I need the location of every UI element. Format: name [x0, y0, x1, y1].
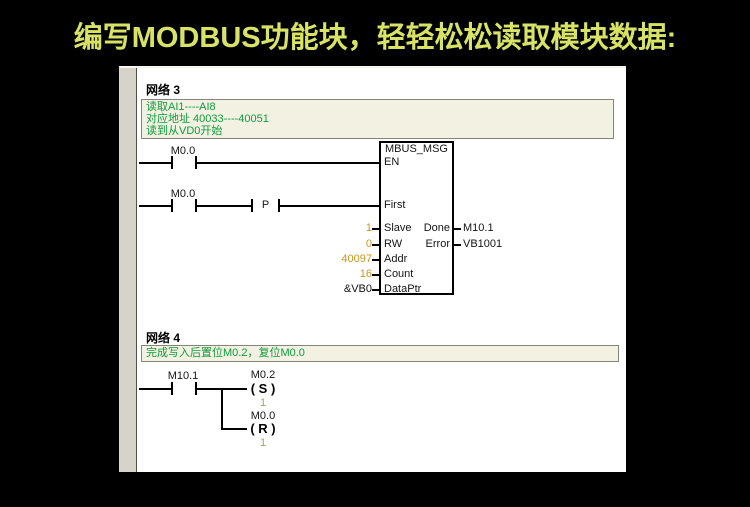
mbus-msg-block[interactable]	[379, 141, 454, 295]
network-4-label[interactable]: 网络 4	[146, 331, 181, 345]
contact-bar	[195, 199, 197, 212]
block-pin-en: EN	[384, 156, 400, 168]
set-coil-operand[interactable]: M0.2	[250, 369, 276, 381]
output-value-error[interactable]: VB1001	[463, 238, 503, 250]
no-contact[interactable]	[171, 199, 197, 212]
block-pin-count: Count	[384, 268, 414, 280]
contact-operand[interactable]: M0.0	[170, 188, 196, 200]
reset-coil-operand[interactable]: M0.0	[250, 410, 276, 422]
block-pin-slave: Slave	[384, 222, 412, 234]
block-pin-addr: Addr	[384, 253, 408, 265]
network-3-label[interactable]: 网络 3	[146, 83, 181, 97]
contact-bar	[278, 199, 280, 212]
block-title: MBUS_MSG	[385, 143, 448, 155]
ladder-content: 网络 3 读取AI1----AI8 对应地址 40033----40051 读到…	[120, 68, 626, 472]
wire-h	[372, 289, 380, 291]
set-coil[interactable]: ( S )	[250, 381, 276, 396]
contact-bar	[171, 156, 173, 169]
param-value-rw[interactable]: 0	[365, 238, 372, 250]
reset-coil-count[interactable]: 1	[259, 437, 267, 449]
no-contact[interactable]	[171, 382, 197, 395]
block-pin-error: Error	[425, 238, 450, 250]
set-coil-count[interactable]: 1	[259, 397, 267, 409]
param-value-dataptr[interactable]: &VB0	[343, 283, 372, 295]
network-3-comment[interactable]: 读取AI1----AI8 对应地址 40033----40051 读到从VD0开…	[141, 99, 614, 139]
contact-bar	[251, 199, 253, 212]
param-value-count[interactable]: 16	[359, 268, 372, 280]
param-value-addr[interactable]: 40097	[341, 253, 372, 265]
block-pin-first: First	[384, 199, 406, 211]
wire-h	[372, 274, 380, 276]
block-pin-done: Done	[423, 222, 450, 234]
contact-bar	[171, 382, 173, 395]
wire-h	[280, 205, 379, 207]
contact-operand[interactable]: M10.1	[167, 370, 199, 382]
wire-h	[139, 162, 171, 164]
reset-coil[interactable]: ( R )	[250, 421, 276, 436]
contact-bar	[195, 382, 197, 395]
ladder-editor-window: 网络 3 读取AI1----AI8 对应地址 40033----40051 读到…	[119, 66, 626, 472]
wire-h	[372, 228, 380, 230]
wire-h	[453, 228, 461, 230]
contact-bar	[171, 199, 173, 212]
network-4-comment[interactable]: 完成写入后置位M0.2，复位M0.0	[141, 345, 619, 362]
comment-line: 读取AI1----AI8	[146, 101, 216, 113]
output-value-done[interactable]: M10.1	[463, 222, 494, 234]
contact-operand[interactable]: M0.0	[170, 145, 196, 157]
block-pin-dataptr: DataPtr	[384, 283, 422, 295]
wire-h	[139, 205, 171, 207]
page-title: 编写MODBUS功能块，轻轻松松读取模块数据:	[73, 22, 677, 54]
wire-h	[221, 428, 247, 430]
wire-v	[221, 388, 223, 430]
wire-h	[197, 162, 379, 164]
comment-line: 完成写入后置位M0.2，复位M0.0	[146, 347, 305, 359]
block-pin-rw: RW	[384, 238, 403, 250]
wire-h	[372, 244, 380, 246]
no-contact[interactable]	[171, 156, 197, 169]
contact-bar	[195, 156, 197, 169]
edge-contact-letter: P	[261, 199, 270, 211]
param-value-slave[interactable]: 1	[365, 222, 372, 234]
wire-h	[197, 205, 251, 207]
wire-h	[139, 388, 171, 390]
editor-gutter	[120, 68, 137, 472]
comment-line: 读到从VD0开始	[146, 125, 223, 137]
wire-h	[372, 259, 380, 261]
wire-h	[453, 244, 461, 246]
comment-line: 对应地址 40033----40051	[146, 113, 269, 125]
positive-edge-contact[interactable]: P	[251, 199, 280, 212]
